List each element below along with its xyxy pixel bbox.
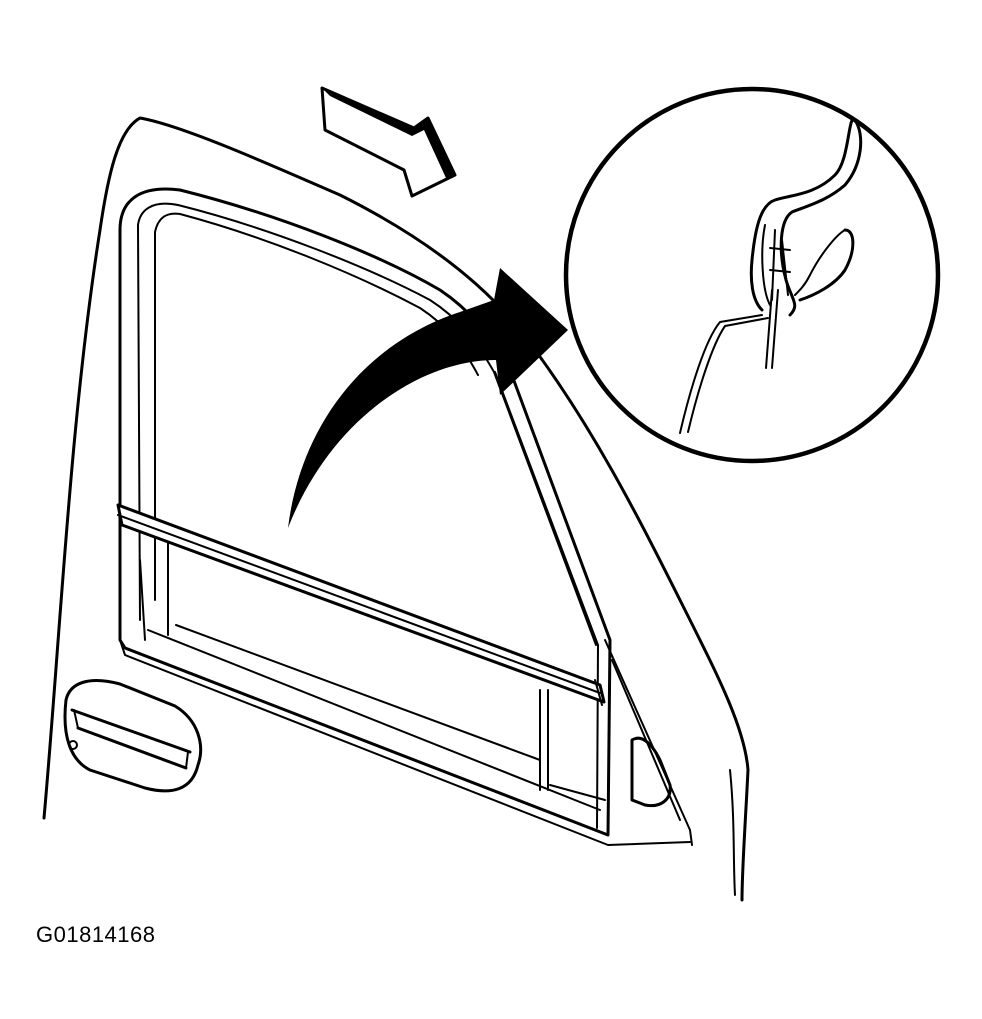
detail-callout-circle [563, 86, 941, 464]
callout-arrow-icon [288, 268, 568, 528]
door-outer-panel [42, 116, 750, 902]
direction-arrow-icon [320, 86, 457, 198]
mirror-patch [630, 736, 672, 808]
door-lower-panel [119, 539, 693, 846]
belt-molding [116, 503, 606, 706]
door-handle [63, 679, 203, 793]
figure-code-label: G01814168 [36, 922, 156, 947]
window-frame [118, 187, 612, 837]
